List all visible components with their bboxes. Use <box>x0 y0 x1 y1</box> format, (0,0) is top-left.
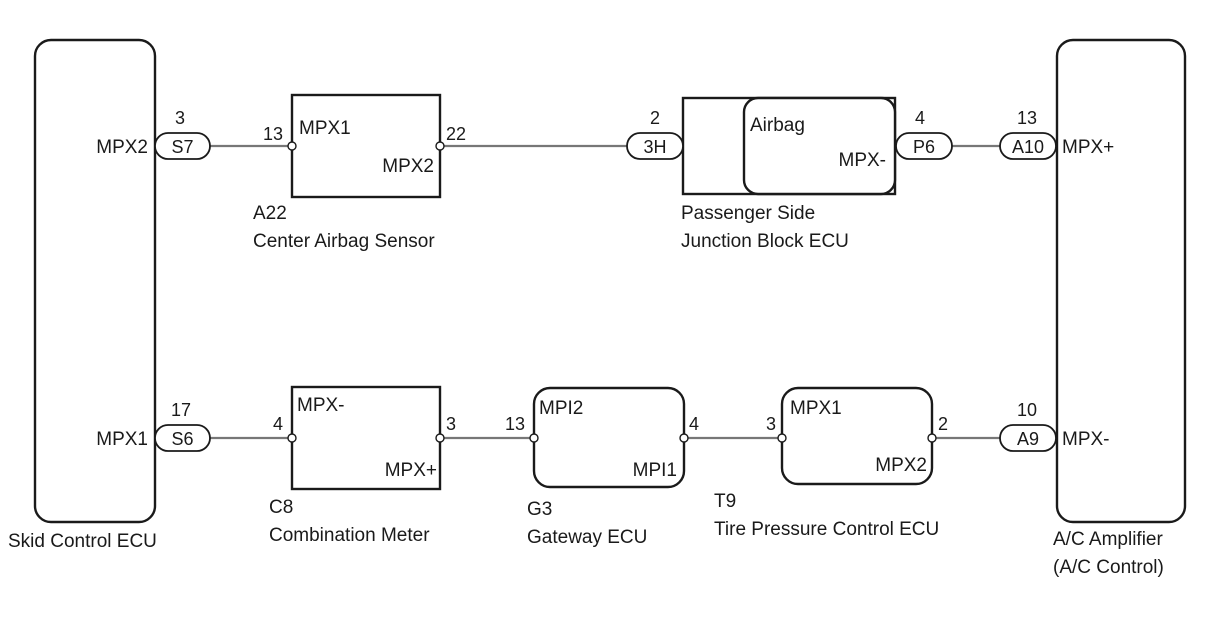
connectors: S7 3 3H 2 P6 4 A10 13 S6 17 A9 10 <box>154 108 1057 452</box>
skid-pin-mpx1-label: MPX1 <box>96 429 148 450</box>
ac-amplifier-body <box>1055 38 1187 524</box>
airbag-sensor-pin-13: 13 <box>263 124 283 144</box>
combination-meter-code: C8 <box>269 497 293 518</box>
connector-s6 <box>154 424 211 452</box>
connector-a10-pin: 13 <box>1017 108 1037 128</box>
tire-pressure-control-ecu: MPX1 MPX2 3 2 T9 Tire Pressure Control E… <box>714 386 948 540</box>
ac-pin-mpx-minus-label: MPX- <box>1062 429 1110 450</box>
combination-meter: MPX- MPX+ 4 3 C8 Combination Meter <box>269 385 456 546</box>
airbag-sensor-terminal-left <box>287 141 297 151</box>
tpms-terminal-right <box>927 433 937 443</box>
junction-block-airbag-subunit <box>742 96 897 196</box>
connector-a9-id: A9 <box>1017 429 1039 449</box>
ac-amplifier: MPX+ MPX- A/C Amplifier (A/C Control) <box>1053 38 1187 578</box>
connector-a10 <box>999 132 1057 160</box>
center-airbag-sensor-body <box>290 93 442 199</box>
connector-a9-pin: 10 <box>1017 400 1037 420</box>
ac-amplifier-name-line1: A/C Amplifier <box>1053 529 1163 550</box>
gateway-ecu-code: G3 <box>527 499 552 520</box>
connector-s7 <box>154 132 211 160</box>
connector-s7-id: S7 <box>171 137 193 157</box>
gateway-ecu-name: Gateway ECU <box>527 527 647 548</box>
meter-pin-3: 3 <box>446 414 456 434</box>
tpms-pin-mpx2-label: MPX2 <box>875 455 927 476</box>
airbag-sensor-pin-mpx1-label: MPX1 <box>299 118 351 139</box>
tpms-terminal-left <box>777 433 787 443</box>
connector-3h-pin: 2 <box>650 108 660 128</box>
connector-s6-pin: 17 <box>171 400 191 420</box>
connector-s7-pin: 3 <box>175 108 185 128</box>
gateway-pin-mpi2-label: MPI2 <box>539 398 583 419</box>
skid-control-ecu-name: Skid Control ECU <box>8 531 157 552</box>
connector-s6-id: S6 <box>171 429 193 449</box>
junction-block-airbag-label: Airbag <box>750 115 805 136</box>
airbag-sensor-terminal-right <box>435 141 445 151</box>
meter-pin-4: 4 <box>273 414 283 434</box>
connector-3h <box>626 132 684 160</box>
junction-block-name-line2: Junction Block ECU <box>681 231 849 252</box>
meter-terminal-left <box>287 433 297 443</box>
tire-pressure-ecu-code: T9 <box>714 491 736 512</box>
skid-control-ecu-body <box>33 38 157 524</box>
meter-pin-mpx-minus-label: MPX- <box>297 395 345 416</box>
passenger-side-junction-block-ecu: Airbag MPX- Passenger Side Junction Bloc… <box>681 96 897 252</box>
tpms-pin-3: 3 <box>766 414 776 434</box>
gateway-ecu: MPI2 MPI1 13 4 G3 Gateway ECU <box>505 386 699 548</box>
airbag-sensor-name: Center Airbag Sensor <box>253 231 435 252</box>
tire-pressure-ecu-name: Tire Pressure Control ECU <box>714 519 939 540</box>
gateway-pin-13: 13 <box>505 414 525 434</box>
airbag-sensor-code: A22 <box>253 203 287 224</box>
combination-meter-name: Combination Meter <box>269 525 430 546</box>
airbag-sensor-pin-22: 22 <box>446 124 466 144</box>
ac-pin-mpx-plus-label: MPX+ <box>1062 137 1114 158</box>
connector-p6 <box>895 132 953 160</box>
skid-pin-mpx2-label: MPX2 <box>96 137 148 158</box>
connector-3h-id: 3H <box>643 137 666 157</box>
airbag-sensor-pin-mpx2-label: MPX2 <box>382 156 434 177</box>
connector-a10-id: A10 <box>1012 137 1044 157</box>
gateway-pin-4: 4 <box>689 414 699 434</box>
junction-block-pin-mpx-minus-label: MPX- <box>839 150 887 171</box>
gateway-terminal-right <box>679 433 689 443</box>
meter-terminal-right <box>435 433 445 443</box>
tpms-pin-mpx1-label: MPX1 <box>790 398 842 419</box>
gateway-terminal-left <box>529 433 539 443</box>
skid-control-ecu: MPX2 MPX1 Skid Control ECU <box>8 38 157 552</box>
gateway-pin-mpi1-label: MPI1 <box>633 460 677 481</box>
connector-p6-pin: 4 <box>915 108 925 128</box>
ac-amplifier-name-line2: (A/C Control) <box>1053 557 1164 578</box>
center-airbag-sensor: MPX1 MPX2 13 22 A22 Center Airbag Sensor <box>253 93 466 252</box>
connector-p6-id: P6 <box>913 137 935 157</box>
junction-block-name-line1: Passenger Side <box>681 203 815 224</box>
meter-pin-mpx-plus-label: MPX+ <box>385 460 437 481</box>
connector-a9 <box>999 424 1057 452</box>
tpms-pin-2: 2 <box>938 414 948 434</box>
